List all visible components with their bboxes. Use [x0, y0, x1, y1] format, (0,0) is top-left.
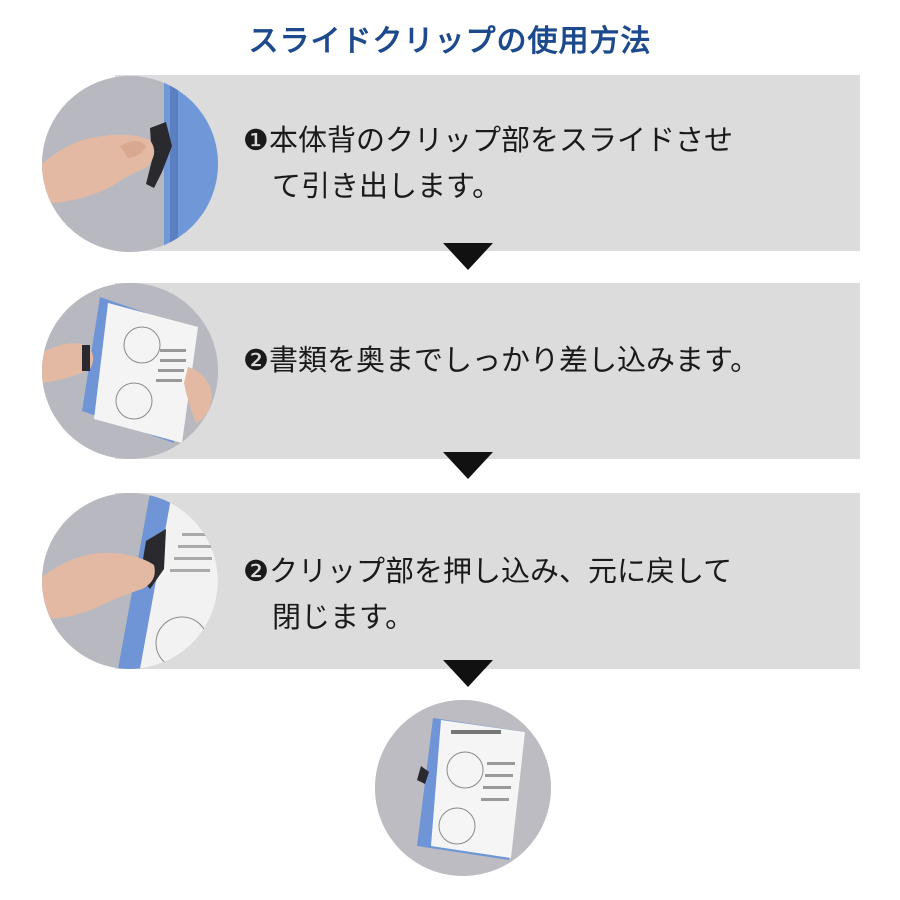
step-1-photo: [42, 76, 218, 252]
down-arrow-icon: [443, 243, 493, 270]
result-photo: [375, 700, 551, 876]
down-arrow-icon: [443, 452, 493, 479]
step-2-text: ❷書類を奥までしっかり差し込みます。: [243, 343, 760, 377]
step-2-band: [115, 283, 860, 459]
step-3-band: [115, 493, 860, 669]
down-arrow-icon: [443, 660, 493, 687]
step-3-photo: [42, 493, 218, 669]
step-3-text: ❷クリップ部を押し込み、元に戻して 閉じます。: [243, 554, 733, 634]
step-1-text: ❶本体背のクリップ部をスライドさせ て引き出します。: [243, 123, 733, 203]
step-1-band: [115, 75, 860, 251]
step-2-photo: [42, 283, 218, 459]
page-title: スライドクリップの使用方法: [248, 24, 652, 59]
